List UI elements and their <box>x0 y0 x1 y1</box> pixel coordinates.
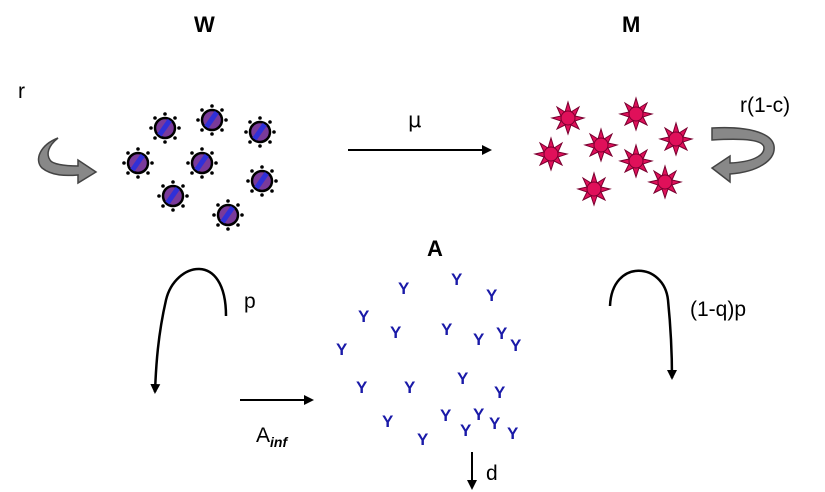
antibody-glyph: Y <box>473 405 485 424</box>
wild-type-virus <box>184 145 220 181</box>
antibody-glyph: Y <box>356 378 368 397</box>
w-to-antibody-rate-label: p <box>244 290 256 313</box>
wild-type-label: W <box>194 12 215 37</box>
w-replication-rate-label: r <box>18 80 25 103</box>
wild-type-virus-cluster <box>120 102 280 233</box>
m-to-antibody-rate-label: (1-q)p <box>690 298 747 321</box>
wild-type-virus <box>244 163 280 199</box>
wild-type-virus <box>147 110 183 146</box>
m-to-antibody-curve-arrow <box>608 269 677 380</box>
antibody-glyph: Y <box>417 430 429 449</box>
mutant-virus <box>551 101 585 135</box>
antibody-glyph: Y <box>507 424 519 443</box>
wild-type-virus <box>210 197 246 233</box>
antibody-glyph: Y <box>382 412 394 431</box>
antibody-glyph: Y <box>496 324 508 343</box>
wild-type-virus <box>194 102 230 138</box>
m-replication-cycle-arrow <box>710 126 775 184</box>
antibody-glyph: Y <box>336 340 348 359</box>
antibody-glyph: Y <box>460 421 472 440</box>
antibody-inflow-rate-label: Ainf <box>256 424 287 450</box>
mutant-virus <box>619 144 653 178</box>
antibody-glyph: Y <box>440 406 452 425</box>
mutant-virus <box>534 137 568 171</box>
mutant-virus <box>619 97 653 131</box>
antibody-label: A <box>427 236 443 261</box>
antibody-glyph: Y <box>494 383 506 402</box>
mutant-virus <box>648 165 682 199</box>
antibody-decay-rate-label: d <box>486 462 498 485</box>
antibody-inflow-subscript: inf <box>270 434 288 451</box>
mutation-rate-label: μ <box>408 108 422 132</box>
antibody-glyph: Y <box>489 414 501 433</box>
w-to-antibody-curve-arrow <box>150 267 228 394</box>
m-replication-rate-label: r(1-c) <box>740 94 791 117</box>
antibody-inflow-base: A <box>256 424 271 447</box>
w-replication-cycle-arrow <box>37 137 98 185</box>
antibody-glyph: Y <box>404 378 416 397</box>
antibody-glyph: Y <box>473 330 485 349</box>
antibody-glyph: Y <box>358 307 370 326</box>
wild-type-virus <box>155 178 191 214</box>
mutant-virus <box>659 122 693 156</box>
antibody-glyph: Y <box>390 323 402 342</box>
mutant-virus-cluster <box>534 97 693 206</box>
antibody-glyph: Y <box>451 270 463 289</box>
antibody-glyph: Y <box>398 279 410 298</box>
wild-type-virus <box>120 145 156 181</box>
mutant-label: M <box>622 12 641 37</box>
mutant-virus <box>584 128 618 162</box>
wild-type-virus <box>242 114 278 150</box>
antibody-glyph: Y <box>441 320 453 339</box>
antibody-glyph: Y <box>486 286 498 305</box>
mutant-virus <box>577 172 611 206</box>
antibody-glyph: Y <box>510 336 522 355</box>
antibody-glyph: Y <box>457 369 469 388</box>
